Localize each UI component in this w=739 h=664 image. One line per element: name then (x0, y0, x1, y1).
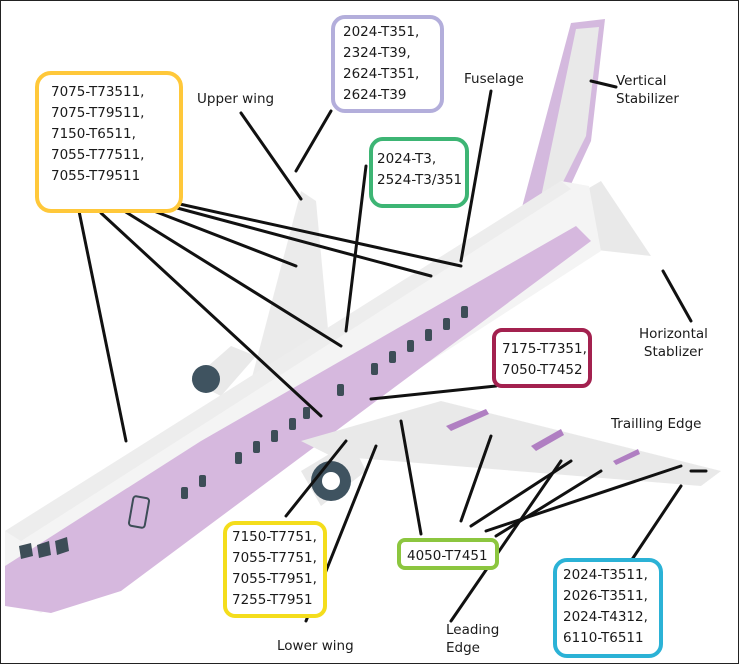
upper-wing-shape (251, 191, 331, 381)
label-trailing-edge: Trailling Edge (611, 416, 702, 432)
label-vertical-stabilizer: Vertical Stabilizer (616, 73, 679, 107)
label-leading-edge: Leading Edge (446, 622, 500, 656)
callout-fuselage-alloys: 2024-T3, 2524-T3/351 (369, 137, 469, 208)
leader-lines (77, 79, 708, 623)
label-upper-wing: Upper wing (197, 91, 275, 107)
lower-engine-hub (322, 472, 340, 490)
cabin-windows (181, 306, 468, 499)
label-fuselage: Fuselage (464, 71, 524, 87)
wing-flap-2 (531, 429, 564, 451)
callout-upper-wing-alloys: 7075-T73511, 7075-T79511, 7150-T6511, 70… (35, 71, 183, 213)
fuselage-top-highlight (5, 181, 571, 541)
wing-flap-1 (446, 409, 489, 431)
upper-engine-intake (192, 365, 220, 393)
cockpit-window-1 (19, 543, 33, 559)
callout-stabilizer-alloys: 2024-T3511, 2026-T3511, 2024-T4312, 6110… (553, 558, 663, 658)
callout-edge-alloy: 4050-T7451 (397, 538, 499, 570)
callout-mid-alloys: 7175-T7351, 7050-T7452 (492, 328, 592, 388)
label-horizontal-stabilizer: Horizontal Stablizer (639, 326, 708, 360)
label-lower-wing: Lower wing (277, 638, 354, 654)
vertical-stabilizer-highlight (541, 27, 599, 197)
cockpit-window-2 (37, 541, 51, 558)
callout-fuselage-top-alloys: 2024-T351, 2324-T39, 2624-T351, 2624-T39 (331, 15, 444, 113)
fuselage-door (127, 495, 151, 529)
cockpit-window-3 (55, 537, 69, 555)
callout-lower-wing-alloys: 7150-T7751, 7055-T7751, 7055-T7951, 7255… (223, 521, 327, 618)
wing-flap-3 (613, 449, 640, 465)
